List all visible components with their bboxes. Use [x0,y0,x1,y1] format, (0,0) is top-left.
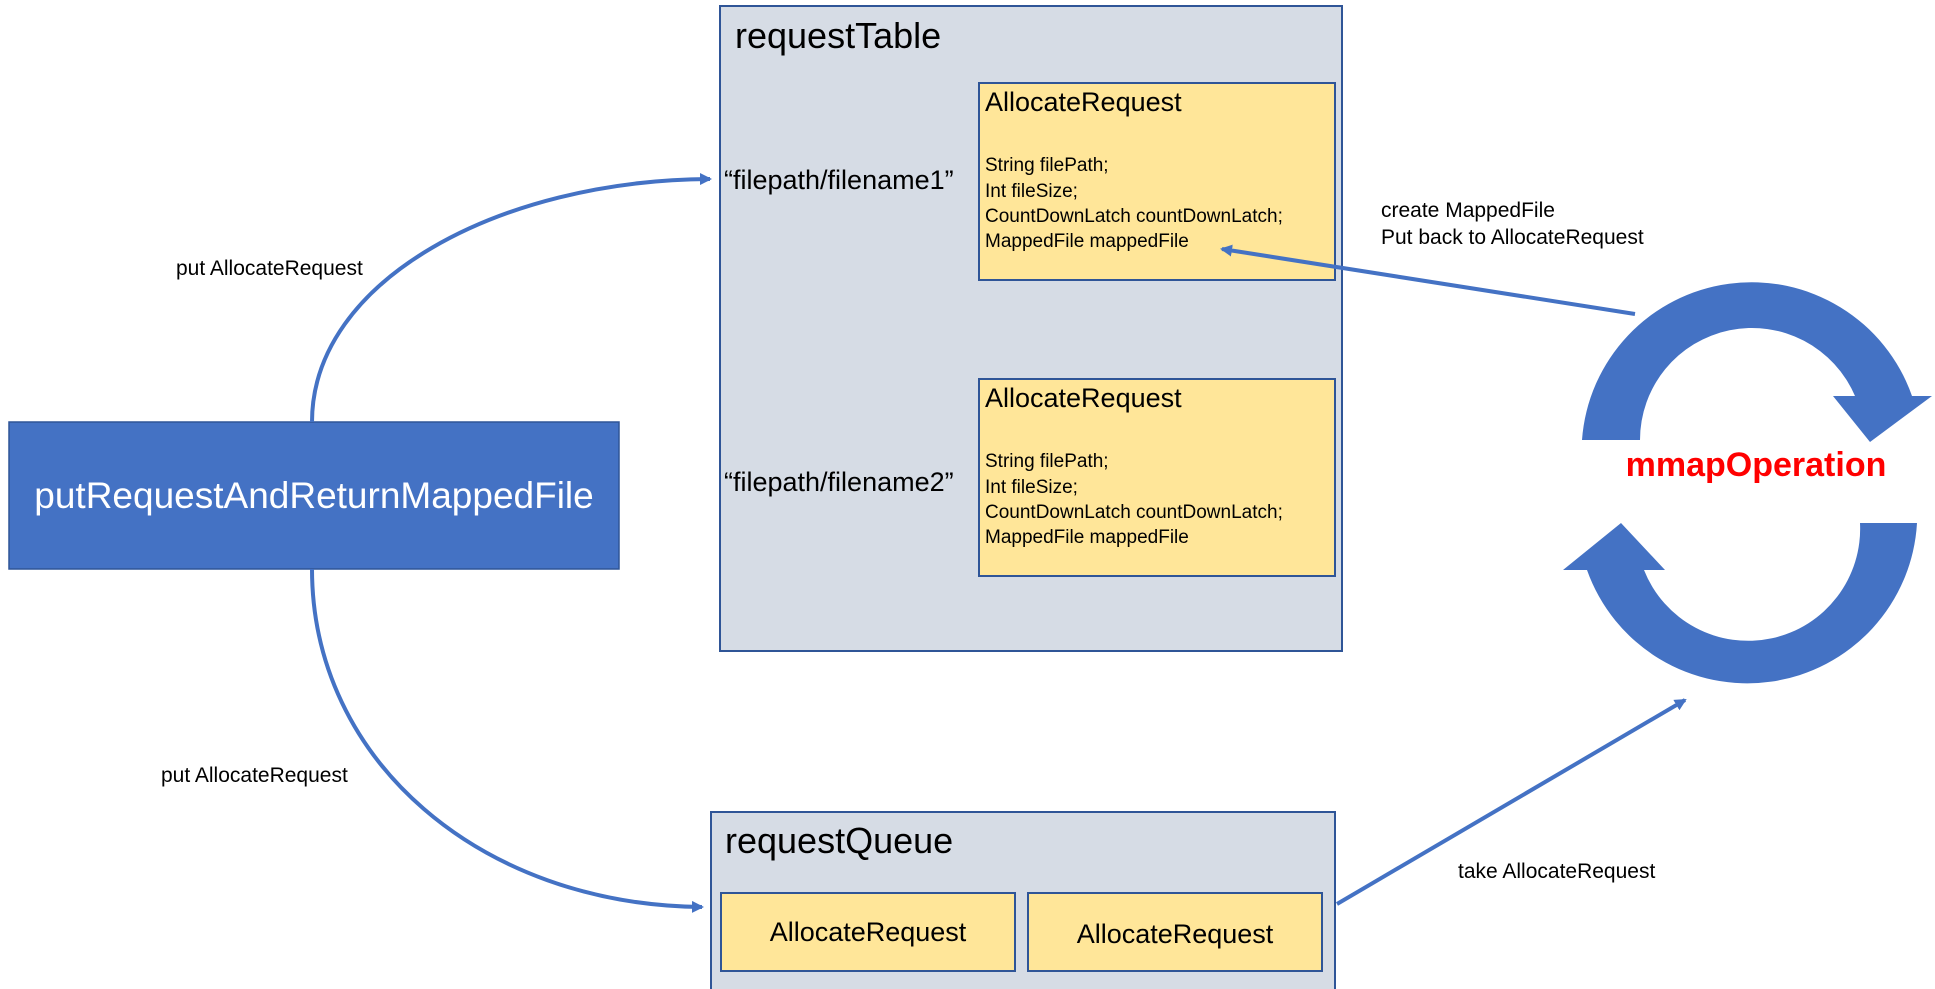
request-table: requestTable “filepath/filename1” Alloca… [719,5,1343,652]
loop-arrow-bottom [1563,523,1917,684]
queue-item-2-label: AllocateRequest [1077,919,1274,949]
card-1-field-file-path: String filePath; [985,155,1109,176]
take-arrow [1335,698,1687,906]
allocate-request-card-2-box [978,378,1336,577]
allocate-request-card-1-title: AllocateRequest [985,87,1182,117]
request-table-title: requestTable [735,15,941,56]
queue-item-1-box [720,892,1016,972]
allocate-request-card-2: AllocateRequest String filePath; Int fil… [978,378,1336,577]
put-bottom-arrow [310,568,704,913]
create-label-line1: create MappedFile [1381,199,1555,222]
request-table-key-2: “filepath/filename2” [724,467,954,497]
card-2-field-file-size: Int fileSize; [985,477,1078,498]
card-2-field-mapped-file: MappedFile mappedFile [985,527,1189,548]
queue-item-2-box [1027,892,1323,972]
allocate-request-card-1: AllocateRequest String filePath; Int fil… [978,82,1336,281]
put-request-and-return-mapped-file: putRequestAndReturnMappedFile [8,421,620,570]
mmap-operation-label: mmapOperation [1626,446,1887,484]
put-top-label: put AllocateRequest [176,257,363,280]
create-arrow [1220,244,1636,316]
create-label-line2: Put back to AllocateRequest [1381,226,1644,249]
take-label: take AllocateRequest [1458,860,1655,883]
card-2-field-file-path: String filePath; [985,451,1109,472]
loop-arrow-top [1582,282,1932,442]
put-bottom-label: put AllocateRequest [161,764,348,787]
queue-item-1-label: AllocateRequest [770,917,967,947]
card-1-field-mapped-file: MappedFile mappedFile [985,231,1189,252]
circular-arrows-icon [1563,282,1932,684]
card-2-field-count-down-latch: CountDownLatch countDownLatch; [985,502,1283,523]
request-table-key-1: “filepath/filename1” [724,165,954,195]
request-queue-title: requestQueue [725,820,953,861]
card-1-field-file-size: Int fileSize; [985,181,1078,202]
allocate-request-card-1-box [978,82,1336,281]
main-box [8,421,620,570]
card-1-field-count-down-latch: CountDownLatch countDownLatch; [985,206,1283,227]
put-top-arrow [310,173,712,423]
request-queue: requestQueue AllocateRequest AllocateReq… [710,811,1336,989]
main-box-label: putRequestAndReturnMappedFile [34,475,593,516]
allocate-request-card-2-title: AllocateRequest [985,383,1182,413]
